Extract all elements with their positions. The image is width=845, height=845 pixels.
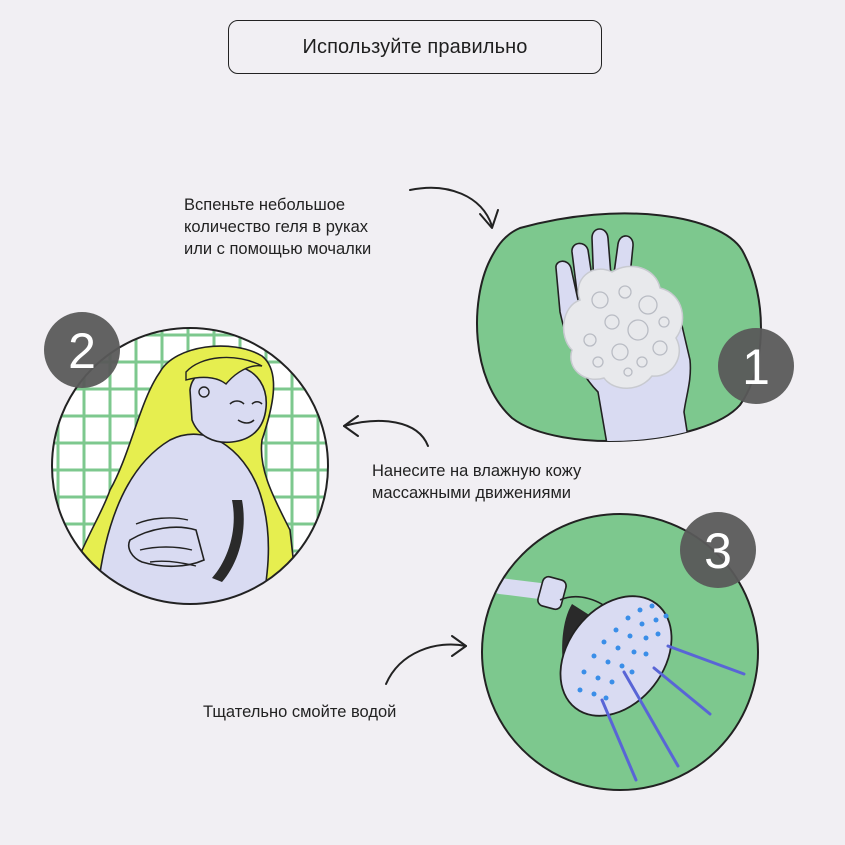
step-3-caption: Тщательно смойте водой	[203, 701, 396, 723]
step-1-badge	[718, 328, 794, 404]
step-1-caption: Вспеньте небольшое количество геля в рук…	[184, 194, 371, 260]
step-3-illustration: 3	[481, 512, 759, 791]
page-title: Используйте правильно	[302, 35, 528, 58]
caption-line: Тщательно смойте водой	[203, 703, 397, 721]
caption-line: Нанесите на влажную кожу	[372, 462, 582, 480]
step-2-illustration: 2	[44, 312, 329, 605]
caption-line: или с помощью мочалки	[184, 240, 372, 258]
curved-arrow-icon	[385, 635, 467, 685]
step-2-number: 2	[68, 323, 96, 379]
hand-foam-icon	[555, 228, 692, 442]
caption-line: количество геля в руках	[184, 218, 369, 236]
step-3-badge	[680, 512, 756, 588]
step-3-number: 3	[704, 523, 732, 579]
step-2-caption: Нанесите на влажную кожу массажными движ…	[372, 460, 581, 504]
curved-arrow-icon	[409, 186, 499, 229]
step-1-illustration: 1	[476, 212, 794, 442]
caption-line: Вспеньте небольшое	[184, 196, 346, 214]
step-1-number: 1	[742, 339, 770, 395]
step-2-badge	[44, 312, 120, 388]
shower-head-icon	[492, 575, 746, 782]
title-box: Используйте правильно	[228, 20, 602, 74]
curved-arrow-icon	[343, 415, 429, 447]
caption-line: массажными движениями	[372, 484, 571, 502]
